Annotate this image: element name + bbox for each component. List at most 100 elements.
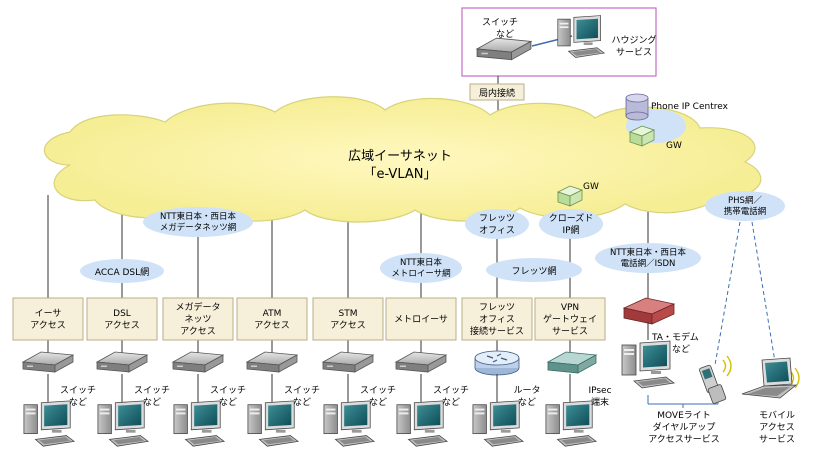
closed-ip-label-2: IP網 <box>562 224 579 236</box>
closed-ip-gw-icon <box>556 185 584 207</box>
ipsec-device-icon <box>546 351 598 374</box>
device-label-4-0: スイッチ <box>360 385 396 396</box>
client-pc-icon-4 <box>323 400 375 447</box>
flets-oval <box>486 258 582 282</box>
housing-service-label-1: ハウジング <box>611 34 656 46</box>
access-box-6 <box>461 297 533 341</box>
acca-oval <box>80 259 164 283</box>
device-label-7-1: 端末 <box>591 396 609 408</box>
device-label-3-1: など <box>293 397 311 408</box>
ta-modem-icon <box>622 297 676 325</box>
device-label-5-0: スイッチ <box>433 385 469 396</box>
switch-icon-1 <box>96 351 148 373</box>
client-pc-icon-6 <box>472 400 524 447</box>
metro-label-2: メトロイーサ網 <box>391 268 450 279</box>
megadata-label-2: メガデータネッツ網 <box>160 222 237 233</box>
device-label-5-1: など <box>442 397 460 408</box>
mobile-label-1: モバイル <box>759 410 795 421</box>
switch-icon-2 <box>172 351 224 373</box>
device-label-0-0: スイッチ <box>60 385 96 396</box>
access-box-1 <box>86 297 158 341</box>
phs-oval <box>705 191 785 221</box>
access-box-label-4-1: アクセス <box>330 320 366 331</box>
client-pc-icon-5 <box>396 400 448 447</box>
access-box-label-1-1: アクセス <box>104 320 140 331</box>
housing-service-label-2: サービス <box>616 47 652 58</box>
cloud-title-1: 広域イーサネット <box>348 149 452 164</box>
local-connection-label: 局内接続 <box>479 87 515 99</box>
mobile-laptop-icon <box>741 357 798 399</box>
client-pc-icon-2 <box>173 400 225 447</box>
access-box-4 <box>312 297 384 341</box>
access-box-label-3-1: アクセス <box>254 320 290 331</box>
megadata-oval <box>143 207 253 237</box>
move-bracket <box>647 395 719 408</box>
closed-ip-label-1: クローズド <box>549 212 594 224</box>
flets-office-label-2: オフィス <box>479 225 515 236</box>
move-label-1: MOVEライト <box>657 410 711 421</box>
phs-label-2: 携帯電話網 <box>724 206 767 217</box>
device-label-6-1: など <box>518 397 536 408</box>
access-box-label-6-1: オフィス <box>479 314 515 325</box>
devices: スイッチなどスイッチなどスイッチなどスイッチなどスイッチなどスイッチなどルータな… <box>22 350 612 447</box>
access-box-label-6-0: フレッツ <box>479 303 515 313</box>
device-label-3-0: スイッチ <box>284 385 320 396</box>
access-box-3 <box>236 297 308 341</box>
move-label-3: アクセスサービス <box>648 434 720 445</box>
megadata-label-1: NTT東日本・西日本 <box>160 211 237 222</box>
access-box-5 <box>385 297 457 341</box>
access-box-label-2-2: アクセス <box>180 326 216 337</box>
access-box-label-7-2: サービス <box>552 326 588 337</box>
client-pc-icon-3 <box>247 400 299 447</box>
acca-label: ACCA DSL網 <box>95 266 149 278</box>
access-box-label-3-0: ATM <box>263 309 282 319</box>
access-box-label-6-2: 接続サービス <box>470 325 524 337</box>
flets-label: フレッツ網 <box>511 265 556 277</box>
switch-icon-0 <box>22 351 74 373</box>
metro-oval <box>380 253 462 283</box>
switch-icon-3 <box>246 351 298 373</box>
ta-modem-label-1: TA・モデム <box>651 331 699 343</box>
access-box-label-0-1: アクセス <box>30 320 66 331</box>
ta-modem-label-2: など <box>672 344 690 355</box>
access-box-label-4-0: STM <box>339 309 358 319</box>
device-label-2-0: スイッチ <box>210 385 246 396</box>
mobile-label-3: サービス <box>759 434 795 445</box>
access-box-label-7-0: VPN <box>561 303 579 313</box>
move-label-2: ダイヤルアップ <box>653 421 716 433</box>
phone-isdn-label-2: 電話網／ISDN <box>621 258 676 269</box>
flets-office-oval <box>465 209 529 239</box>
device-label-2-1: など <box>219 397 237 408</box>
client-pc-icon-1 <box>97 400 149 447</box>
mobile-phone-icon <box>699 364 727 404</box>
router-icon <box>474 350 520 376</box>
centrex-gw-icon <box>628 125 656 147</box>
access-box-label-1-0: DSL <box>113 309 131 319</box>
switch-icon-4 <box>322 351 374 373</box>
access-box-0 <box>12 297 84 341</box>
device-label-1-0: スイッチ <box>134 385 170 396</box>
centrex-gw-label: GW <box>666 141 682 151</box>
phone-isdn-oval <box>595 243 701 273</box>
access-box-label-5-0: メトロイーサ <box>394 314 448 325</box>
local-connection-box <box>469 83 525 101</box>
access-boxes: イーサアクセスDSLアクセスメガデータネッツアクセスATMアクセスSTMアクセス… <box>12 297 606 341</box>
device-label-4-1: など <box>369 397 387 408</box>
housing-switch-label-1: スイッチ <box>482 17 518 28</box>
client-pc-icon-7 <box>545 400 597 447</box>
device-label-1-1: など <box>143 397 161 408</box>
client-pc-icon-0 <box>23 400 75 447</box>
dialup-pc-icon <box>621 340 675 389</box>
closed-ip-gw-label: GW <box>583 182 599 192</box>
ip-centrex-server-icon <box>625 93 649 121</box>
device-label-7-0: IPsec <box>588 386 611 396</box>
phone-isdn-label-1: NTT東日本・西日本 <box>610 247 687 258</box>
mobile-label-2: アクセス <box>759 422 795 433</box>
access-box-label-2-1: ネッツ <box>184 314 211 325</box>
flets-office-label-1: フレッツ <box>479 214 515 224</box>
switch-icon-5 <box>395 351 447 373</box>
metro-label-1: NTT東日本 <box>400 257 443 268</box>
closed-ip-oval <box>539 209 603 239</box>
device-label-0-1: など <box>69 397 87 408</box>
